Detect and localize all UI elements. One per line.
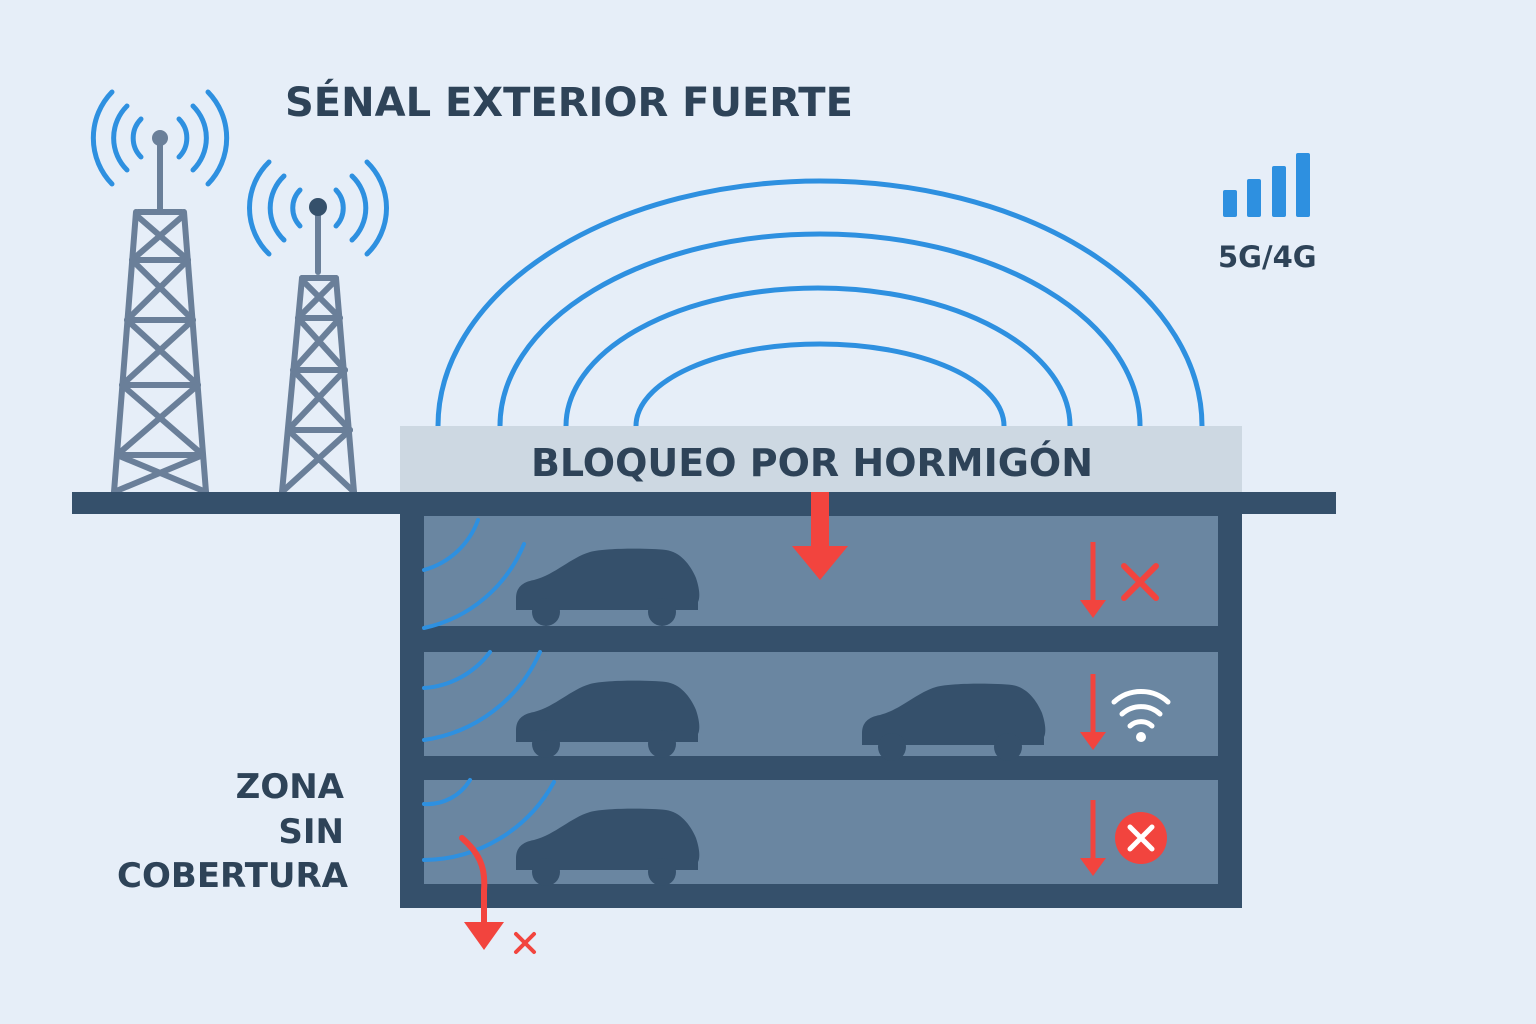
signal-waves-icon xyxy=(247,159,389,257)
zone-label-line-1: ZONA xyxy=(236,767,345,807)
antenna-dot-icon xyxy=(152,130,168,146)
zone-label-line-3: COBERTURA xyxy=(117,856,349,896)
x-icon xyxy=(1121,563,1159,601)
wifi-icon xyxy=(1111,689,1171,729)
signal-waves-icon xyxy=(90,89,230,187)
x-icon xyxy=(514,932,536,954)
network-label: 5G/4G xyxy=(1218,240,1317,274)
cell-tower-icon xyxy=(111,137,209,495)
down-arrow-icon xyxy=(1080,542,1106,618)
down-arrow-icon xyxy=(1080,674,1106,750)
wall-signal-waves xyxy=(422,518,556,862)
x-circle-icon xyxy=(1115,812,1167,864)
down-arrow-icon xyxy=(1080,800,1106,876)
title: SÉNAL EXTERIOR FUERTE xyxy=(285,78,853,126)
slab-label: BLOQUEO POR HORMIGÓN xyxy=(531,441,1093,485)
wifi-dot xyxy=(1136,732,1146,742)
cell-tower-icon xyxy=(279,209,357,495)
signal-bars-icon xyxy=(1223,153,1310,217)
ground-line xyxy=(72,492,1336,514)
zone-label-line-2: SIN xyxy=(278,812,344,852)
escape-arrow-icon xyxy=(459,835,504,950)
blocked-signal-arrow-icon xyxy=(792,492,848,580)
antenna-dot-icon xyxy=(309,198,327,216)
signal-arcs xyxy=(435,178,1205,427)
concrete-slab xyxy=(400,426,1242,492)
